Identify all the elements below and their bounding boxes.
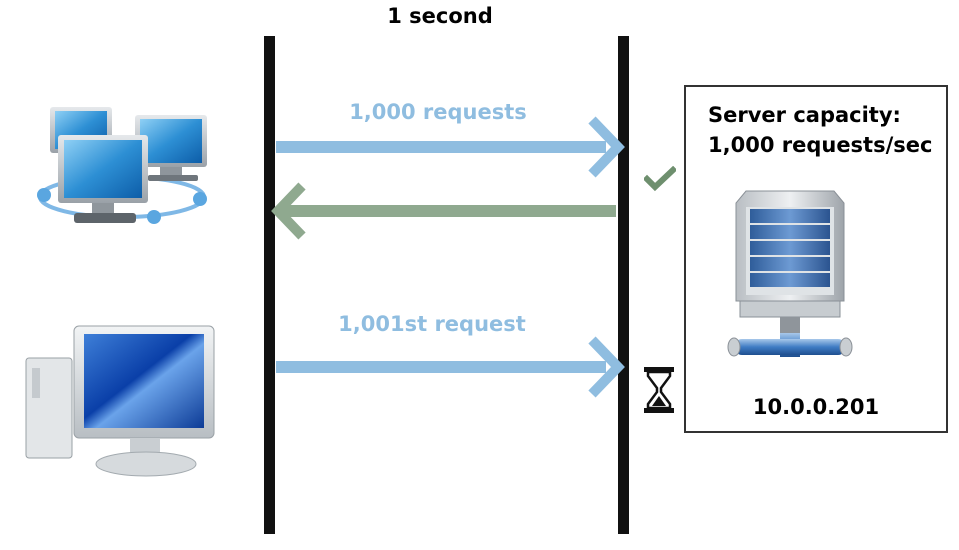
- request-batch-arrow: [276, 116, 625, 178]
- timeline-start-line: [264, 36, 275, 534]
- timeline-end-line: [618, 36, 629, 534]
- diagram-title: 1 second: [387, 4, 493, 28]
- server-icon: [727, 190, 853, 357]
- desktop-computer-icon: [25, 325, 215, 477]
- server-capacity-line2: 1,000 requests/sec: [708, 133, 933, 157]
- server-ip-address: 10.0.0.201: [752, 395, 880, 419]
- networked-computers-icon: [37, 107, 207, 224]
- server-panel: Server capacity: 1,000 requests/sec: [684, 85, 948, 433]
- extra-request-arrow: [276, 336, 625, 398]
- server-capacity-line1: Server capacity:: [708, 103, 901, 127]
- checkmark-icon: [644, 166, 676, 192]
- request-batch-label: 1,000 requests: [349, 100, 527, 124]
- extra-request-label: 1,001st request: [338, 312, 526, 336]
- response-arrow: [271, 182, 616, 240]
- hourglass-icon: [644, 367, 674, 413]
